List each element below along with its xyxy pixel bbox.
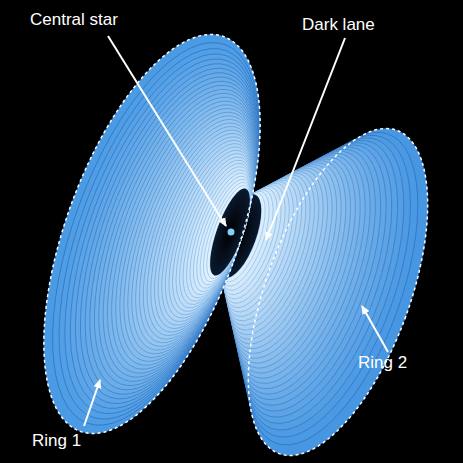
leader-arrow bbox=[266, 38, 345, 240]
leader-arrow bbox=[362, 306, 388, 352]
funnel-layer bbox=[87, 84, 285, 383]
funnel-layer bbox=[152, 140, 270, 324]
funnel-layer bbox=[44, 46, 295, 421]
funnel-layer bbox=[156, 144, 268, 321]
funnel-layer bbox=[0, 7, 305, 460]
funnel-layer bbox=[97, 92, 282, 373]
funnel-layer bbox=[55, 56, 291, 411]
ring-1-funnel bbox=[0, 7, 305, 460]
funnel-layer bbox=[194, 177, 260, 287]
funnel-layer bbox=[102, 97, 282, 370]
funnel-layer bbox=[120, 113, 276, 353]
funnel-layer bbox=[130, 121, 275, 344]
leader-arrows bbox=[84, 36, 388, 426]
funnel-layer bbox=[139, 129, 273, 337]
central-star bbox=[228, 229, 235, 236]
funnel-layer bbox=[66, 66, 289, 401]
funnel-layer bbox=[0, 7, 305, 460]
funnel-layer bbox=[92, 88, 283, 378]
funnel-layer bbox=[173, 159, 264, 305]
funnel-layer bbox=[106, 101, 280, 365]
callout-label: Ring 1 bbox=[32, 432, 81, 451]
funnel-layer bbox=[202, 184, 258, 279]
funnel-layer bbox=[125, 117, 276, 348]
funnel-layer bbox=[82, 79, 286, 387]
funnel-layer bbox=[10, 17, 302, 452]
funnel-layer bbox=[116, 109, 278, 357]
funnel-layer bbox=[50, 51, 293, 416]
leader-arrow bbox=[108, 36, 226, 226]
funnel-layer bbox=[160, 148, 267, 317]
funnel-layer bbox=[177, 163, 263, 302]
leader-arrow bbox=[84, 380, 100, 426]
funnel-layer bbox=[111, 105, 279, 361]
funnel-layer bbox=[134, 125, 274, 340]
funnel-layer bbox=[38, 41, 296, 427]
funnel-layer bbox=[165, 152, 267, 313]
callout-label: Ring 2 bbox=[358, 354, 407, 373]
funnel-layer bbox=[190, 174, 261, 291]
funnel-layer bbox=[18, 23, 301, 444]
funnel-layer bbox=[143, 133, 272, 333]
callout-label: Central star bbox=[30, 11, 118, 30]
funnel-layer bbox=[147, 137, 270, 329]
funnel-layer bbox=[72, 70, 288, 396]
funnel-layer bbox=[169, 155, 266, 309]
funnel-layer bbox=[202, 184, 258, 279]
funnel-layer bbox=[61, 61, 291, 406]
funnel-layer bbox=[182, 166, 263, 298]
callout-label: Dark lane bbox=[302, 16, 375, 35]
funnel-layer bbox=[77, 75, 287, 392]
funnel-layer bbox=[186, 170, 262, 294]
